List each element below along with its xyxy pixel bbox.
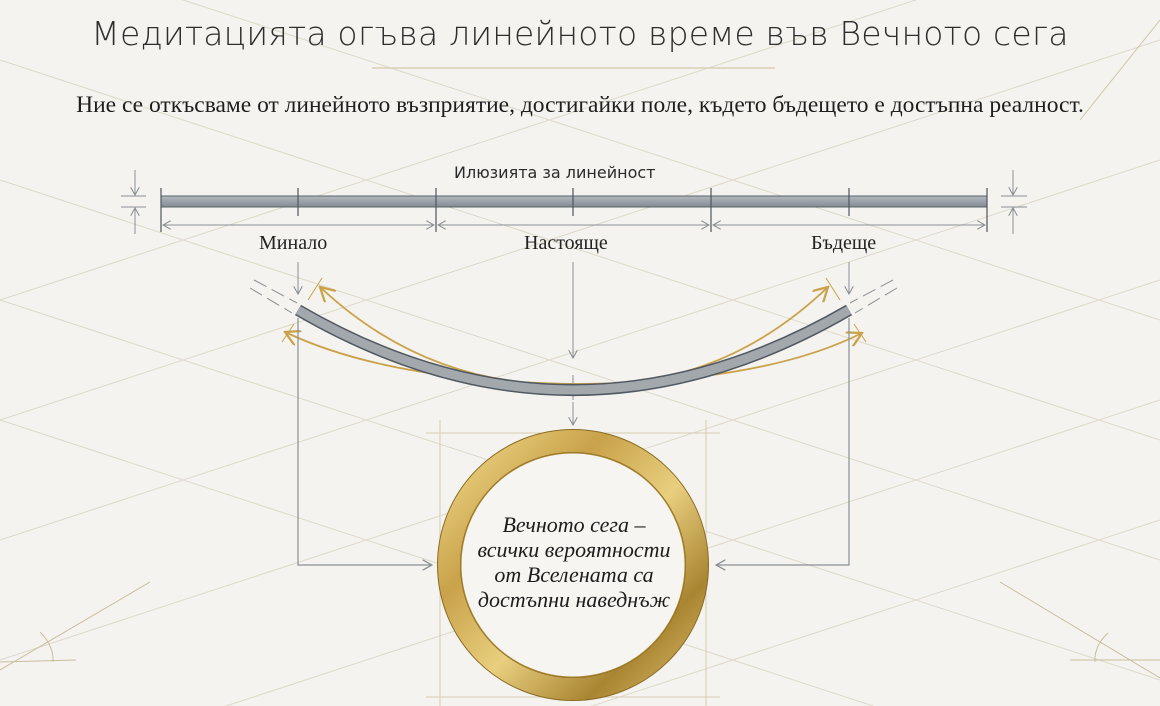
angle-mark-icon [0,581,151,671]
thickness-marker-left [121,170,146,234]
eternal-now-line: достъпни наведнъж [477,587,671,612]
segment-label-past: Минало [259,232,328,254]
segment-label-present: Настояще [524,232,608,254]
eternal-now-text: Вечното сега – всички вероятности от Все… [455,512,693,612]
linear-time-bar [160,188,988,232]
thickness-marker-right [1001,170,1027,234]
eternal-now-line: Вечното сега – [502,512,646,537]
page-subtitle: Ние се откъсваме от линейното възприятие… [76,92,1084,118]
dashed-extension-lines [249,279,898,314]
gold-ring-icon [437,429,709,701]
eternal-now-line: от Вселената са [494,562,654,587]
eternal-now-line: всички вероятности [477,537,671,562]
linear-bar-label: Илюзията за линейност [454,163,656,182]
connector-arrows [297,318,850,565]
pointer-arrow-icon [298,262,849,425]
bent-time-bar [294,304,853,396]
segment-label-future: Бъдеще [811,232,877,254]
page-title: Медитацията огъва линейното време във Ве… [91,14,1069,53]
angle-mark-icon [999,581,1160,679]
